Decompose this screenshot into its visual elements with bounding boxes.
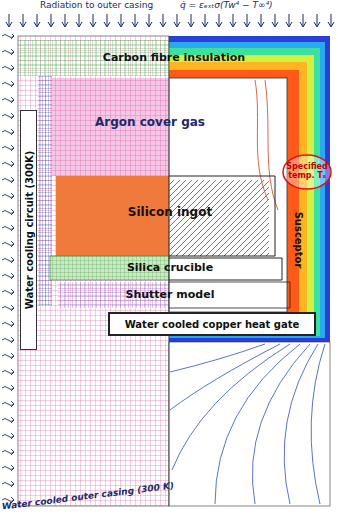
node-text: Water cooling circuit (300K) [23, 151, 34, 309]
region-label: Carbon fibre insulation [18, 52, 330, 64]
cooling-circuit-box: Water cooling circuit (300K) [20, 110, 37, 350]
node-text: Specified temp. Tₛ [285, 163, 329, 181]
lower-region [169, 342, 330, 506]
boundary-note: Radiation to outer casing [40, 1, 153, 11]
lower-contours [170, 344, 325, 504]
region-label: Shutter model [60, 289, 280, 301]
inner-chamber [169, 78, 287, 312]
node-text: Water cooled copper heat gate [125, 319, 300, 330]
region-label: Susceptor [293, 212, 304, 269]
radiation-arrows [0, 0, 338, 32]
heat-gate-box: Water cooled copper heat gate [108, 312, 316, 336]
region-label: Silica crucible [60, 262, 280, 274]
region-label: Silicon ingot [90, 206, 250, 219]
formula: q̇ = εₑₓₜσ(Tw⁴ − T∞⁴) [180, 1, 273, 11]
boundary-ellipse: Specified temp. Tₛ [282, 154, 332, 190]
region-label: Argon cover gas [60, 116, 240, 129]
cooling-arrows [0, 34, 16, 504]
